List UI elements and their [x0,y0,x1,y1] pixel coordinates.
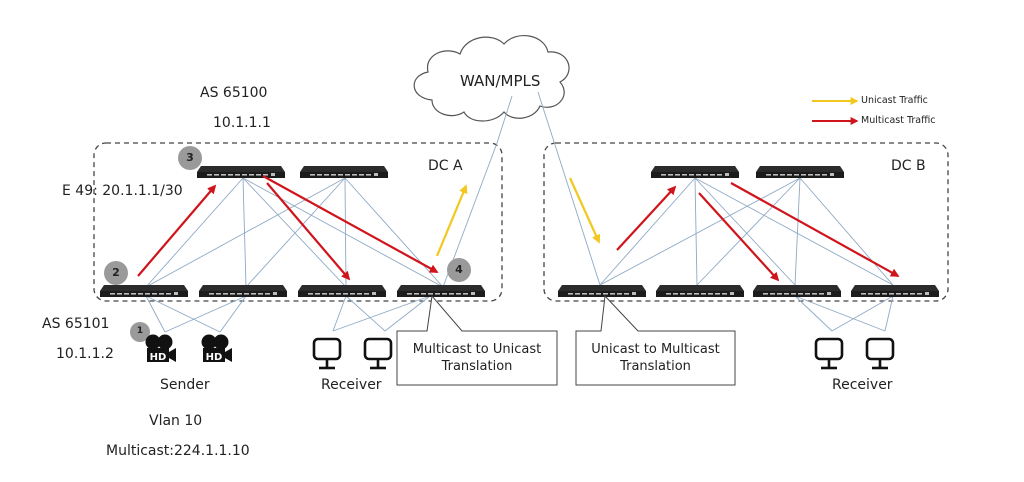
callout-u2m-line1: Unicast to Multicast [591,342,720,357]
dc-a-label: DC A [428,158,463,174]
switch-dc-b-spine-1 [651,166,739,178]
switch-dc-b-spine-2 [756,166,844,178]
receiver-b-label: Receiver [832,377,893,393]
switch-dc-a-spine-2 [300,166,388,178]
dc-a-as-label: AS 65100 [200,85,268,101]
badge-1-label: 1 [136,326,144,336]
switch-dc-b-leaf-3 [753,285,841,297]
dc-b-label: DC B [891,158,926,174]
switch-dc-b-leaf-1 [558,285,646,297]
sender-ip-label: 10.1.1.2 [56,346,114,362]
badge-2 [104,261,128,285]
legend-unicast-label: Unicast Traffic [861,95,928,106]
badge-3-label: 3 [186,151,194,164]
callout-m2u-text: Multicast to Unicast Translation [397,341,557,375]
badge-1 [130,322,150,342]
switch-dc-b-leaf-2 [656,285,744,297]
sender-as-label: AS 65101 [42,316,110,332]
unicast-arrows [435,177,601,257]
vlan-label: Vlan 10 [149,413,203,429]
receiver-a-label: Receiver [321,377,382,393]
switch-dc-a-leaf-2 [199,285,287,297]
switch-dc-a-leaf-3 [298,285,386,297]
dc-b-links [537,91,894,332]
badge-3 [178,146,202,170]
monitor-icon-a-2 [363,337,393,370]
monitor-icon-b-2 [865,337,895,370]
switch-dc-a-spine-1 [197,166,285,178]
wan-cloud-label: WAN/MPLS [460,72,541,90]
dc-a-ip-label: 10.1.1.1 [213,115,271,131]
badge-4 [447,258,471,282]
sender-label: Sender [160,377,210,393]
callout-m2u-line2: Translation [441,359,513,374]
multicast-arrows [137,175,900,282]
hd-camera-icon-2 [201,334,232,363]
multicast-group-label: Multicast:224.1.1.10 [106,443,250,459]
hd-camera-icon-1 [145,334,176,363]
callout-u2m-box [575,294,736,386]
monitor-icon-a-1 [312,337,342,370]
monitor-icon-b-1 [814,337,844,370]
callout-u2m-line2: Translation [620,359,691,374]
callout-m2u-line1: Multicast to Unicast [412,342,542,357]
switch-dc-a-leaf-4 [397,285,485,297]
dc-a-boundary [93,142,503,302]
wan-cloud [413,35,570,122]
callout-u2m-text: Unicast to Multicast Translation [576,341,735,375]
dc-b-boundary [543,142,949,302]
legend-multicast-label: Multicast Traffic [861,115,936,126]
badge-2-label: 2 [112,266,120,279]
badge-4-label: 4 [455,263,463,276]
switch-dc-b-leaf-4 [851,285,939,297]
switch-dc-a-leaf-1 [100,285,188,297]
interface-label: E 49: 20.1.1.1/30 [62,183,183,199]
callout-m2u-box [396,294,558,386]
